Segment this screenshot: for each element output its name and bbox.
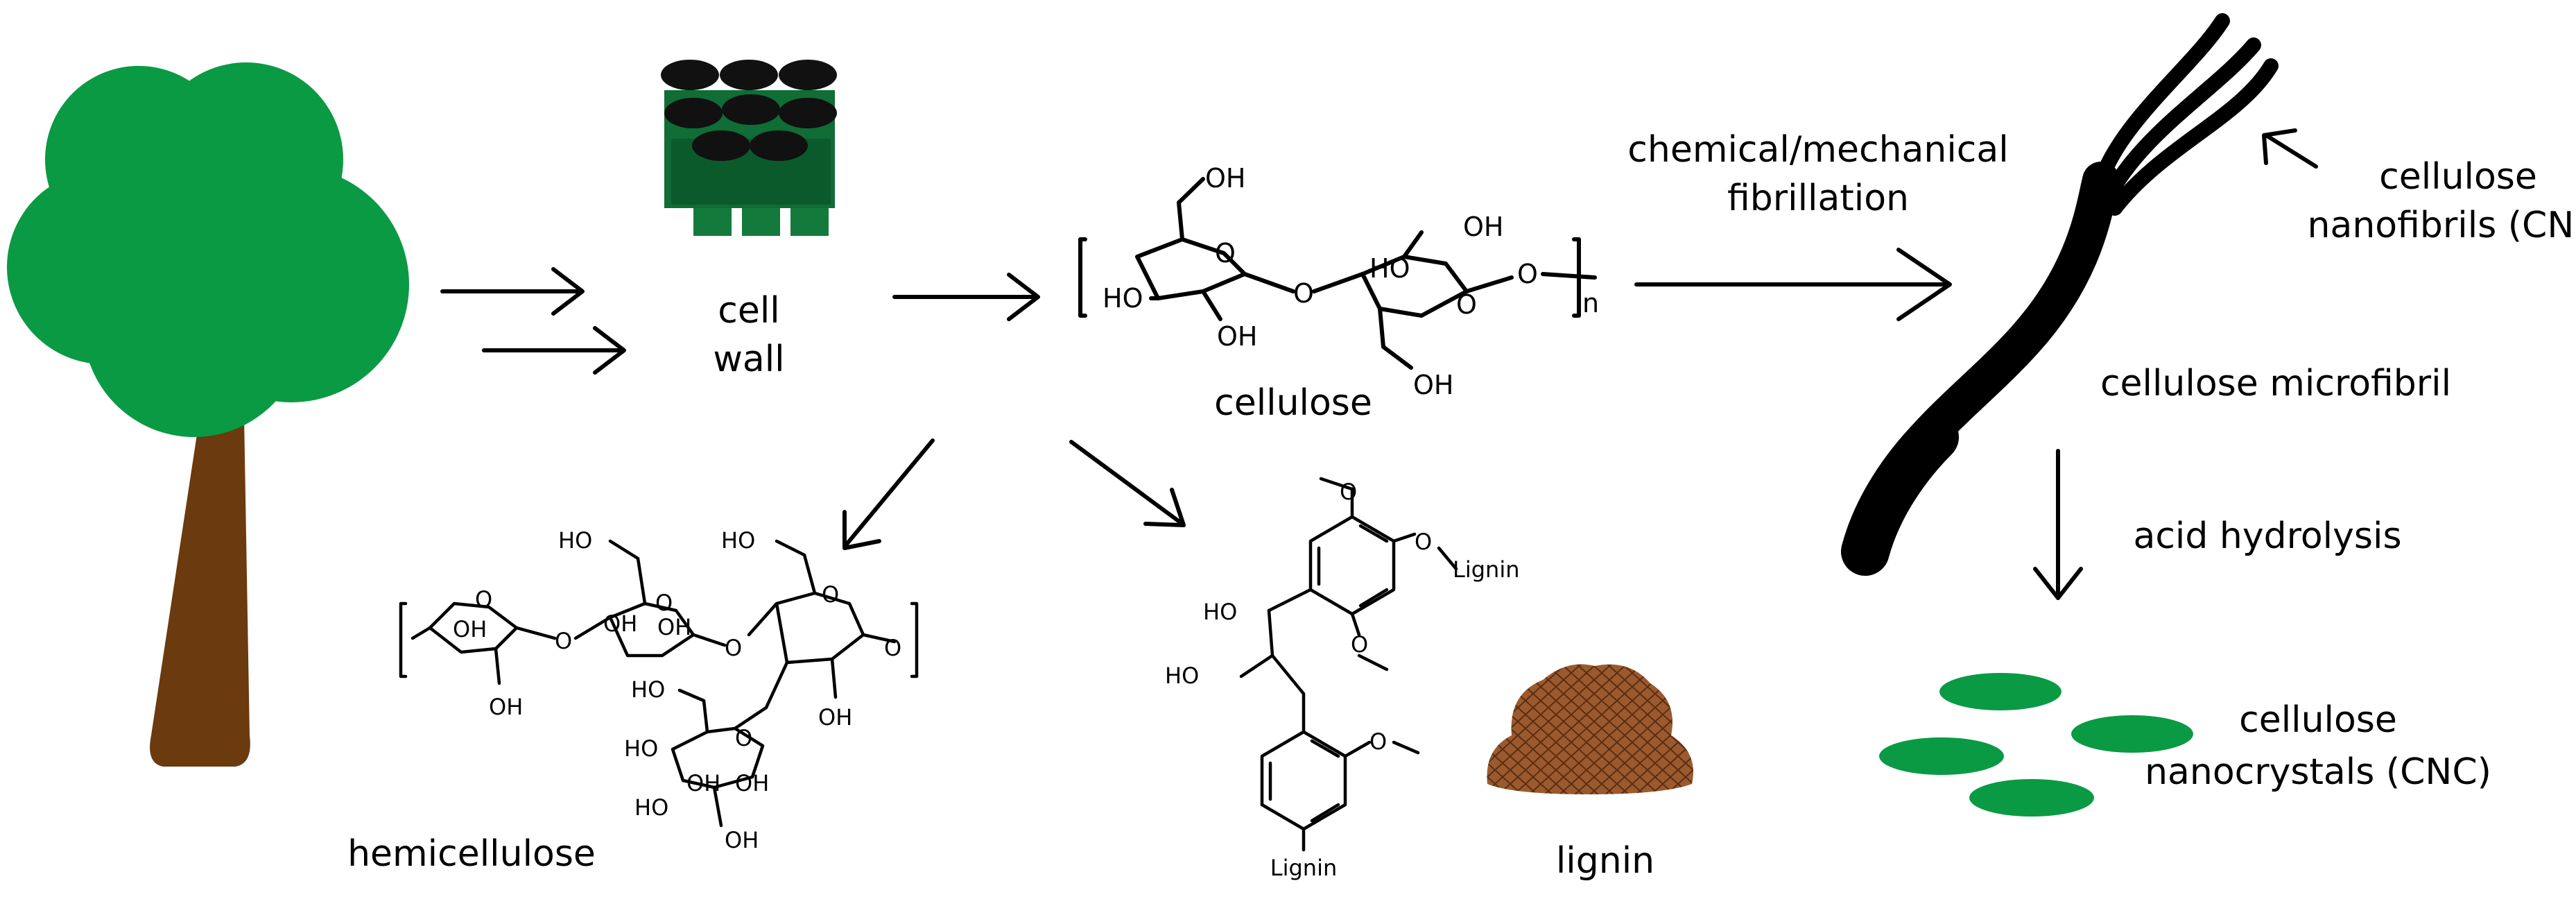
cnc-icon bbox=[1879, 673, 2193, 817]
lignin-ho-1: HO bbox=[1203, 599, 1237, 625]
hemi-oh-4: OH bbox=[603, 610, 637, 637]
lignin-o-ring2: O bbox=[1369, 728, 1387, 755]
lignin-blob-icon bbox=[1487, 664, 1693, 794]
cellulose-oh-bottom2: OH bbox=[1413, 370, 1453, 400]
cell-wall-label-line2: wall bbox=[713, 339, 784, 380]
hemi-ho-12: HO bbox=[634, 794, 668, 821]
cnc-label-line1: cellulose bbox=[2239, 699, 2397, 741]
arrow-cellulose-to-microfibril bbox=[1634, 248, 1952, 321]
cellulose-ring1-o: O bbox=[1215, 238, 1236, 268]
hemi-o-ring2: O bbox=[655, 590, 673, 616]
cnc-label-line2: nanocrystals (CNC) bbox=[2145, 751, 2491, 793]
lignin-o-lower: O bbox=[1351, 631, 1368, 658]
cnf-label-line2: nanofibrils (CNF) bbox=[2308, 205, 2576, 246]
tree-icon bbox=[7, 62, 409, 767]
lignin-structure: O O Lignin O HO HO O Lignin bbox=[1165, 477, 1519, 881]
arrow-microfibril-to-cnc bbox=[2033, 449, 2083, 600]
arrow-tree-to-cellwall-2 bbox=[482, 326, 626, 375]
cellulose-ho-ring2: HO bbox=[1369, 253, 1410, 284]
cell-wall-icon bbox=[661, 60, 837, 236]
hemi-ho-3: HO bbox=[558, 527, 592, 554]
hemi-ho-8: HO bbox=[631, 676, 665, 703]
lignin-sub-bottom: Lignin bbox=[1270, 855, 1337, 881]
cellulose-ring2-o: O bbox=[1456, 289, 1477, 320]
hemi-oh-13: OH bbox=[725, 827, 759, 853]
acid-hydrolysis-label: acid hydrolysis bbox=[2133, 515, 2401, 557]
arrow-cnf-pointer bbox=[2262, 128, 2318, 169]
arrow-cellwall-to-cellulose bbox=[892, 273, 1040, 321]
hemi-o-ring4: O bbox=[735, 725, 752, 751]
lignin-o-top: O bbox=[1340, 479, 1357, 505]
arrow-cellwall-to-lignin bbox=[1069, 440, 1186, 527]
lignin-label: lignin bbox=[1556, 840, 1654, 882]
cnf-label-line1: cellulose bbox=[2379, 156, 2537, 198]
hemi-oh-2: OH bbox=[489, 694, 523, 720]
cell-wall-label-line1: cell bbox=[718, 290, 779, 332]
cellulose-bridge-o: O bbox=[1293, 278, 1314, 309]
tree-canopy bbox=[7, 62, 409, 437]
fibrillation-label-line1: chemical/mechanical bbox=[1627, 129, 2008, 171]
hemi-o-end: O bbox=[884, 635, 901, 661]
microfibril-icon bbox=[1841, 13, 2279, 576]
cellulose-repeat-n: n bbox=[1582, 288, 1599, 318]
hemi-o-ring1: O bbox=[475, 586, 492, 613]
cellulose-ho-left: HO bbox=[1103, 283, 1143, 314]
cellulose-structure: OH O HO OH O HO OH O O OH n bbox=[1078, 163, 1599, 400]
tree-trunk bbox=[150, 416, 250, 767]
hemi-oh-1: OH bbox=[453, 616, 487, 642]
arrow-cellwall-to-hemicellulose bbox=[842, 438, 935, 550]
microfibril-label: cellulose microfibril bbox=[2100, 363, 2451, 404]
hemi-ho-9: HO bbox=[624, 735, 658, 762]
cellulose-label: cellulose bbox=[1214, 382, 1372, 424]
cellulose-oh-bottom1: OH bbox=[1217, 321, 1257, 352]
hemicellulose-structure: O OH OH O HO O OH OH O HO O OH O HO O HO… bbox=[399, 527, 919, 853]
cellulose-oh-ring2-top: OH bbox=[1463, 212, 1503, 242]
lignin-sub-top: Lignin bbox=[1453, 556, 1519, 583]
arrow-tree-to-cellwall-1 bbox=[440, 267, 585, 316]
hemi-o-ring3: O bbox=[822, 581, 839, 608]
hemi-oh-5: OH bbox=[657, 614, 691, 640]
hemi-oh-10: OH bbox=[686, 770, 720, 796]
lignin-ho-2: HO bbox=[1165, 663, 1199, 689]
cellulose-oh-top: OH bbox=[1205, 163, 1245, 194]
hemi-oh-11: OH bbox=[735, 770, 769, 796]
cellulose-end-o: O bbox=[1517, 259, 1538, 289]
hemi-ho-6: HO bbox=[721, 527, 755, 554]
hemi-oh-7: OH bbox=[818, 704, 852, 731]
hemicellulose-label: hemicellulose bbox=[347, 833, 596, 875]
hemi-o-bridge1: O bbox=[555, 628, 572, 654]
fibrillation-label-line2: fibrillation bbox=[1727, 178, 1909, 219]
lignin-o-right: O bbox=[1415, 529, 1432, 555]
hemi-o-bridge2: O bbox=[725, 635, 742, 661]
